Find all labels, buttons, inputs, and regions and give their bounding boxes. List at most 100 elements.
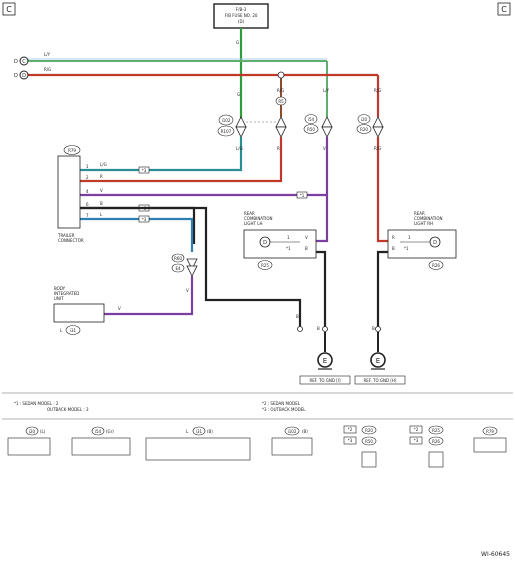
v-label: V <box>100 188 103 193</box>
i31-label: i31 <box>70 328 77 333</box>
b-wire-ground-lh <box>190 206 302 329</box>
unused <box>194 208 325 340</box>
note-3: *3 : OUTBACK MODEL <box>262 407 306 412</box>
rh-label-1: REAR <box>414 211 425 216</box>
b-wire-rh <box>376 250 388 329</box>
fuse-line1: F/B-3 <box>236 7 247 12</box>
rh-bulb: D <box>433 240 437 246</box>
i102-label: i102 <box>222 118 231 123</box>
legend-i102-name: i102 <box>288 429 297 434</box>
legend-r50: R50 <box>365 439 373 444</box>
r-label: R <box>100 174 103 179</box>
r79-label: R79 <box>68 148 76 153</box>
lg-vert-label: L/G <box>236 146 243 151</box>
input-d-prefix: D <box>14 73 18 79</box>
rg-drop-label: R/G <box>277 88 284 93</box>
legend-i20: i20 (L) <box>7 426 51 456</box>
rh-label-2: COMBINATION <box>414 216 443 221</box>
ground-lh: B B E REF. TO GND [I] <box>296 314 351 385</box>
note-1a: *1 : SEDAN MODEL : 2 <box>14 401 59 406</box>
legend-i31: L i31 (B) <box>145 426 251 461</box>
power-wires: G L/Y R/G R/G L/Y R/G G <box>28 28 381 120</box>
r25-label: R25 <box>261 263 269 268</box>
e4-label: E4 <box>175 266 181 271</box>
unit-label-1: BODY <box>54 286 66 291</box>
v-unit-label: V <box>186 288 189 293</box>
r107-label: R107 <box>221 129 232 134</box>
legend-r26: R26 <box>432 439 440 444</box>
input-c-prefix: D <box>14 59 18 65</box>
pin-2: 2 <box>86 175 89 180</box>
rg-vert-label: R/G <box>374 146 381 151</box>
input-c-text: C <box>22 59 26 65</box>
rear-combination-light-lh: REAR COMBINATION LIGHT LH D 1 V *1 B R25 <box>243 211 317 270</box>
legend-r25: R25 <box>432 428 440 433</box>
legend-i102-tag: (B) <box>302 429 308 434</box>
fuse-box: F/B-3 F/B FUSE NO. 20 (D) <box>213 3 269 29</box>
input-c: D C <box>14 56 29 66</box>
l-label: L <box>100 212 103 217</box>
unit-label-3: UNIT <box>54 296 64 301</box>
r50-label: R50 <box>307 127 315 132</box>
legend-i31-tag: (B) <box>207 429 213 434</box>
fuse-line3: (D) <box>238 19 245 24</box>
rh-pin-m: *1 <box>404 246 409 251</box>
trailer-label-1: TRAILER <box>57 233 75 238</box>
ground-rh: B E REF. TO GND [H] <box>354 326 406 385</box>
legend-i54: i54 (Gr) <box>71 426 131 456</box>
lh-pin-1: 1 <box>287 235 290 240</box>
marker-l: *3 <box>142 217 147 222</box>
b-wire-lh <box>316 250 327 329</box>
gnd-lh-b2: B <box>317 326 320 331</box>
v-unit-label2: V <box>118 306 121 311</box>
legend-r20-r50: *2 R20 *3 R50 <box>343 425 377 468</box>
rh-b: B <box>392 246 395 251</box>
legend-r25-r26: *2 R25 *3 R26 <box>409 425 444 468</box>
rh-pin-1: 1 <box>408 235 411 240</box>
lh-bulb: D <box>263 240 267 246</box>
connector-i20: i20 R20 <box>356 114 384 138</box>
gnd-lh-b1: B <box>296 314 299 319</box>
marker-v: *1 <box>300 193 305 198</box>
legend-i31-name: i31 <box>196 429 203 434</box>
body-integrated-unit: BODY INTEGRATED UNIT L i31 <box>53 286 105 335</box>
legend-r79-name: R79 <box>486 429 494 434</box>
corner-right-text: C <box>501 5 507 14</box>
lh-pin-m: *1 <box>286 246 291 251</box>
rh-r: R <box>392 235 395 240</box>
legend-r79: R79 <box>473 426 507 453</box>
i54-label: i54 <box>308 117 315 122</box>
legend-r20: R20 <box>365 428 373 433</box>
legend-i20-tag: (L) <box>40 429 46 434</box>
connector-r60-e4: R60 E4 <box>171 253 198 277</box>
g-drop-label: G <box>237 92 240 97</box>
lh-b: B <box>305 246 308 251</box>
ref-gnd-rh: REF. TO GND [H] <box>364 378 397 383</box>
input-d: D D <box>14 70 29 80</box>
corner-label-right: C <box>497 2 511 16</box>
ground-rh-symbol: E <box>376 357 380 365</box>
ly-drop-label: L/Y <box>323 88 330 93</box>
unit-label-2: INTEGRATED <box>54 291 79 296</box>
trailer-connector: R79 1 2 4 6 7 L/G R V B L TRAILER CONNEC… <box>57 145 107 243</box>
r26-label: R26 <box>432 263 440 268</box>
pin-7: 7 <box>86 213 89 218</box>
connector-i102: i102 R107 <box>217 114 247 138</box>
rg-rh-label: R/G <box>374 88 381 93</box>
lh-label-2: COMBINATION <box>244 216 273 221</box>
b-label: B <box>100 201 103 206</box>
r-vert-label: R <box>277 146 280 151</box>
marker-lg: *3 <box>142 168 147 173</box>
r60-label: R60 <box>174 256 182 261</box>
legend-m3b: *3 <box>414 438 419 443</box>
connector-i54: i54 R50 <box>303 114 333 138</box>
pin-6: 6 <box>86 202 89 207</box>
corner-label-left: C <box>2 2 16 16</box>
r5-label: R5 <box>278 99 284 104</box>
pin-1: 1 <box>86 164 89 169</box>
legend-i31-prefix: L <box>186 429 189 434</box>
i20-label: i20 <box>361 117 368 122</box>
rg-wire-label: R/G <box>44 67 51 72</box>
signal-wires: L/G R V R/G <box>80 137 388 252</box>
